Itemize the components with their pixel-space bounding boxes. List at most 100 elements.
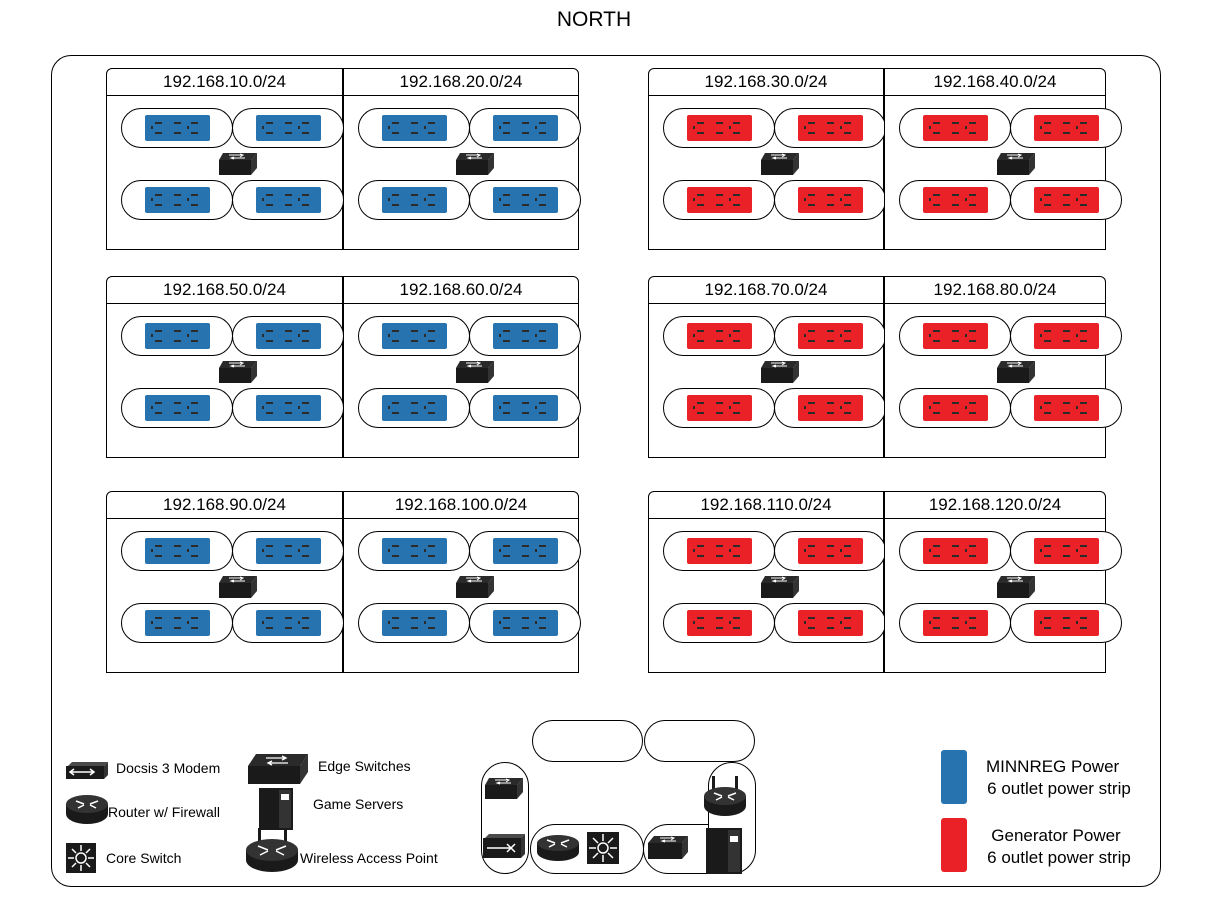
outlet-icon [517, 401, 529, 415]
outlet-icon [1058, 193, 1070, 207]
seat [469, 603, 581, 643]
power-strip [798, 395, 863, 421]
outlet-icon [1058, 329, 1070, 343]
outlet-icon [280, 329, 292, 343]
outlet-icon [929, 616, 940, 630]
seat [121, 316, 233, 356]
power-strip [256, 323, 321, 349]
legend-game-servers-label: Game Servers [313, 796, 404, 812]
subnet-label: 192.168.70.0/24 [649, 277, 883, 304]
power-strip [493, 323, 558, 349]
outlet-icon [280, 616, 292, 630]
table-block: 192.168.80.0/24 [884, 276, 1122, 458]
outlet-icon [822, 401, 834, 415]
power-strip [1034, 395, 1099, 421]
power-strip [145, 538, 210, 564]
seat [121, 388, 233, 428]
seat [899, 388, 1011, 428]
outlet-icon [187, 616, 198, 630]
outlet-icon [187, 329, 198, 343]
outlet-icon [262, 401, 273, 415]
outlet-icon [729, 401, 740, 415]
outlet-icon [729, 121, 740, 135]
outlet-icon [262, 193, 273, 207]
outlet-icon [535, 193, 546, 207]
outlet-icon [1076, 329, 1087, 343]
seat [232, 531, 344, 571]
edge-switch-icon [995, 574, 1037, 598]
power-strip [687, 538, 752, 564]
core-router-icon [535, 832, 581, 862]
subnet-label: 192.168.80.0/24 [885, 277, 1105, 304]
power-strip [256, 187, 321, 213]
minnreg-power-label: MINNREG Power [986, 757, 1120, 776]
outlet-icon [424, 121, 435, 135]
power-strip [256, 115, 321, 141]
outlet-icon [499, 401, 510, 415]
room-outline [51, 55, 1161, 887]
seat [1010, 603, 1122, 643]
power-strip [923, 115, 988, 141]
outlet-icon [711, 193, 723, 207]
seat [899, 316, 1011, 356]
outlet-icon [517, 544, 529, 558]
outlet-icon [804, 401, 815, 415]
power-strip [493, 187, 558, 213]
outlet-icon [187, 544, 198, 558]
outlet-icon [965, 193, 976, 207]
power-strip [798, 115, 863, 141]
legend-router-label: Router w/ Firewall [108, 804, 221, 820]
seat [358, 531, 470, 571]
outlet-icon [169, 401, 181, 415]
power-strip [923, 187, 988, 213]
outlet-icon [840, 544, 851, 558]
outlet-icon [298, 401, 309, 415]
outlet-icon [388, 329, 399, 343]
outlet-icon [840, 121, 851, 135]
core-game-server-icon [704, 826, 744, 876]
outlet-icon [151, 544, 162, 558]
outlet-icon [711, 329, 723, 343]
outlet-icon [1076, 193, 1087, 207]
table-block: 192.168.50.0/24 [106, 276, 344, 458]
outlet-icon [822, 193, 834, 207]
seat [1010, 316, 1122, 356]
outlet-icon [1040, 401, 1051, 415]
outlet-icon [262, 329, 273, 343]
outlet-icon [711, 401, 723, 415]
power-strip [256, 538, 321, 564]
outlet-icon [1058, 544, 1070, 558]
outlet-icon [499, 193, 510, 207]
power-strip [1034, 187, 1099, 213]
outlet-icon [262, 121, 273, 135]
legend-core-switch-icon [64, 841, 98, 875]
legend-modem-icon [64, 760, 108, 782]
outlet-icon [965, 329, 976, 343]
power-strip [382, 323, 447, 349]
outlet-icon [298, 193, 309, 207]
power-strip [145, 395, 210, 421]
power-strip [687, 323, 752, 349]
outlet-icon [388, 193, 399, 207]
outlet-icon [1040, 121, 1051, 135]
seat [774, 316, 886, 356]
seat [663, 388, 775, 428]
outlet-icon [929, 121, 940, 135]
outlet-icon [535, 401, 546, 415]
outlet-icon [298, 329, 309, 343]
outlet-icon [1058, 121, 1070, 135]
outlet-icon [298, 121, 309, 135]
outlet-icon [947, 544, 959, 558]
outlet-icon [406, 193, 418, 207]
outlet-icon [406, 401, 418, 415]
outlet-icon [424, 616, 435, 630]
seat [469, 108, 581, 148]
outlet-icon [424, 544, 435, 558]
power-strip [493, 610, 558, 636]
power-strip [687, 395, 752, 421]
seat [358, 388, 470, 428]
legend-wap-icon [244, 828, 300, 874]
seat [774, 180, 886, 220]
power-strip [382, 538, 447, 564]
legend-edge-switch-label: Edge Switches [318, 758, 411, 774]
